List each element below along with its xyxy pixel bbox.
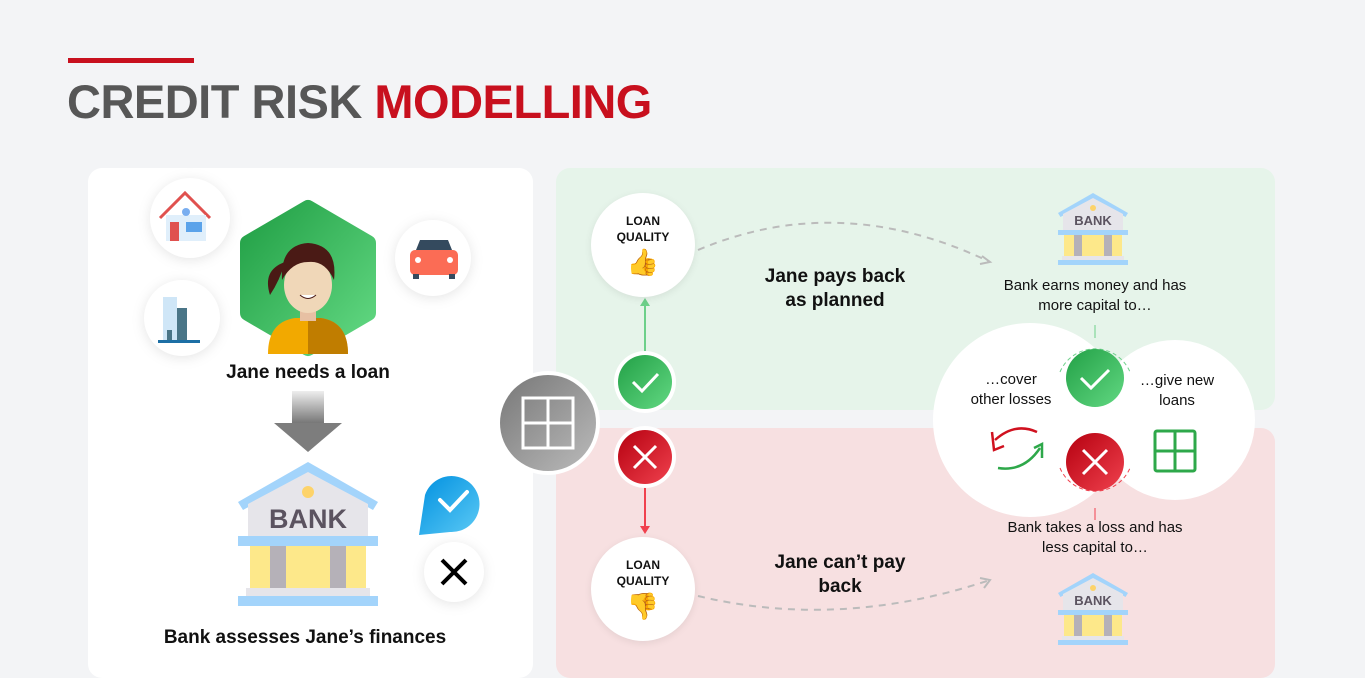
loan-quality-label: QUALITY <box>616 574 670 588</box>
x-icon <box>440 558 468 586</box>
good-bank-text: Bank earns money and has more capital to… <box>975 276 1215 316</box>
office-building-icon <box>158 297 200 343</box>
jane-caption: Jane needs a loan <box>226 362 390 383</box>
new-loans-text: …give new loans <box>1127 371 1227 411</box>
bad-outcome-text: Jane can’t pay back <box>740 551 940 599</box>
check-icon <box>438 490 469 513</box>
use-line: other losses <box>970 391 1052 408</box>
loan-quality-label: QUALITY <box>616 230 670 244</box>
bad-flow-arrow <box>697 579 991 611</box>
bank-sign: BANK <box>1074 593 1112 608</box>
bad-bank-text: Bank takes a loss and has less capital to… <box>975 518 1215 558</box>
good-outcome-text: Jane pays back as planned <box>735 265 935 313</box>
bank-caption: Bank assesses Jane’s finances <box>163 627 447 648</box>
car-icon <box>410 240 458 279</box>
x-icon <box>632 444 658 470</box>
puzzle-icon <box>521 396 575 450</box>
down-arrow <box>274 391 342 452</box>
bank-text-line: less capital to… <box>1042 539 1148 556</box>
title-accent-bar <box>68 58 194 63</box>
jane-avatar <box>240 200 376 356</box>
bank-text-line: Bank takes a loss and has <box>1007 519 1183 536</box>
puzzle-hub <box>496 371 600 475</box>
title-part1: CREDIT RISK <box>67 75 362 128</box>
bank-sign: BANK <box>269 504 347 534</box>
recycle-arrows-icon <box>990 427 1044 470</box>
good-flow-arrow <box>697 221 991 263</box>
approve-bubble <box>419 476 480 535</box>
house-icon <box>158 190 212 241</box>
cover-losses-text: …cover other losses <box>951 370 1071 410</box>
capital-uses <box>933 323 1255 520</box>
approved-node <box>614 351 676 413</box>
thumbs-down-icon: 👎 <box>626 591 660 621</box>
bank-sign: BANK <box>1074 213 1112 228</box>
loan-quality-label: LOAN <box>626 558 660 572</box>
office-bubble <box>144 280 220 356</box>
outcome-line: as planned <box>785 290 885 311</box>
puzzle-icon <box>1153 429 1197 473</box>
thumbs-up-icon: 👍 <box>626 247 660 277</box>
bank-text-line: Bank earns money and has <box>1003 277 1187 294</box>
outcome-line: Jane pays back <box>764 266 906 287</box>
bank-text-line: more capital to… <box>1038 297 1152 314</box>
check-icon <box>631 372 660 394</box>
x-icon <box>1081 448 1109 476</box>
page-title: CREDIT RISK MODELLING <box>67 74 652 129</box>
car-bubble <box>395 220 471 296</box>
check-icon <box>1079 368 1111 391</box>
house-bubble <box>150 178 230 258</box>
loan-quality-bad: LOAN QUALITY 👎 <box>591 537 695 641</box>
reject-bubble <box>424 542 484 602</box>
use-line: loans <box>1159 392 1195 409</box>
outcome-line: back <box>818 576 862 597</box>
use-line: …give new <box>1139 372 1215 389</box>
title-part2: MODELLING <box>374 75 652 128</box>
outcome-line: Jane can’t pay <box>774 552 906 573</box>
use-line: …cover <box>985 371 1037 388</box>
loan-quality-label: LOAN <box>626 214 660 228</box>
loan-quality-good: LOAN QUALITY 👍 <box>591 193 695 297</box>
rejected-node <box>614 426 676 488</box>
